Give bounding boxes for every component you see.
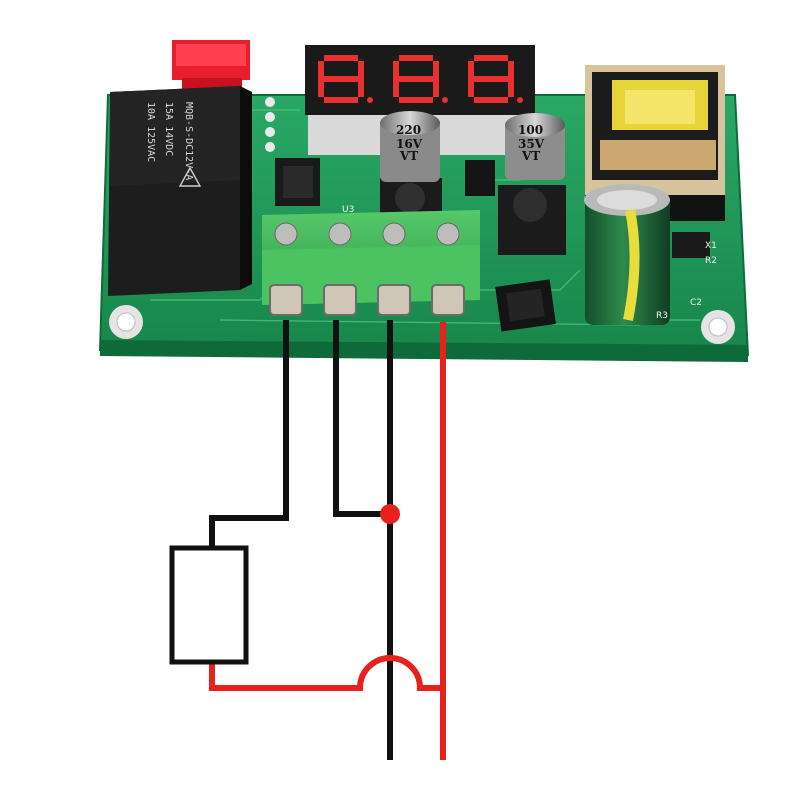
digit-1-segment [358,61,364,79]
mounting-hole-left [109,305,143,339]
capacitor-100uf: 100 35V VT [505,113,565,180]
push-button-2 [498,185,566,255]
display-digits [318,55,523,103]
capacitor-large-green [584,184,670,325]
digit-3-segment [508,79,514,97]
digit-1-dot [367,97,373,103]
digit-2-segment [399,97,433,103]
digit-3-segment [508,61,514,79]
relay-rating-dc-text: 15A 14VDC [163,102,174,156]
wire-red-return [209,655,443,691]
terminal-screw-4 [436,222,460,246]
digit-2-segment [393,79,399,97]
digit-2-segment [433,61,439,79]
rectifier-bridge [495,279,556,332]
terminal-clamp-2 [323,284,357,316]
cap-100-value: 100 [518,123,543,137]
digit-2-segment [399,76,433,82]
digit-1-segment [318,79,324,97]
wire-black-2 [333,320,390,517]
digit-1-segment [318,61,324,79]
red-connector [172,40,250,90]
terminal-clamp-1 [269,284,303,316]
relay-rating-ac-text: 10A 125VAC [145,102,156,162]
silk-r3: R3 [656,311,668,321]
ic-chip [465,160,495,196]
silk-c2: C2 [690,298,702,308]
silk-x1: X1 [705,241,717,251]
digit-3-segment [468,79,474,97]
digit-2-segment [393,61,399,79]
digit-3-segment [474,55,508,61]
transistor [275,158,320,206]
digit-2-segment [433,79,439,97]
cap-220-value: 220 [396,123,421,137]
digit-3-segment [474,97,508,103]
cap-100-series: VT [521,149,540,163]
ic-x1 [672,232,710,258]
digit-1-segment [358,79,364,97]
digit-3-dot [517,97,523,103]
terminal-screw-1 [274,222,298,246]
digit-3-segment [474,76,508,82]
cap-100-voltage: 35V [518,137,545,151]
relay-model-text: MQB-S-DC12V-A [183,102,194,180]
digit-1-segment [324,97,358,103]
wire-black-1 [209,320,289,550]
sensor-symbol [169,545,249,665]
digit-1-segment [324,76,358,82]
terminal-screw-2 [328,222,352,246]
terminal-clamp-4 [431,284,465,316]
capacitor-220uf: 220 16V VT [380,111,440,182]
silk-r2: R2 [705,256,717,266]
wiring [209,320,446,760]
wire-junction-dot [380,504,400,524]
screw-terminal-block [262,210,480,316]
terminal-clamp-3 [377,284,411,316]
cap-220-voltage: 16V [396,137,423,151]
relay: MQB-S-DC12V-A 15A 14VDC 10A 125VAC [108,86,252,296]
terminal-screw-3 [382,222,406,246]
pad-column [265,97,275,152]
silk-u3: U3 [342,205,354,215]
digit-3-segment [468,61,474,79]
mounting-hole-right [701,310,735,344]
digit-1-segment [324,55,358,61]
digit-2-dot [442,97,448,103]
cap-220-series: VT [399,149,418,163]
digit-2-segment [399,55,433,61]
